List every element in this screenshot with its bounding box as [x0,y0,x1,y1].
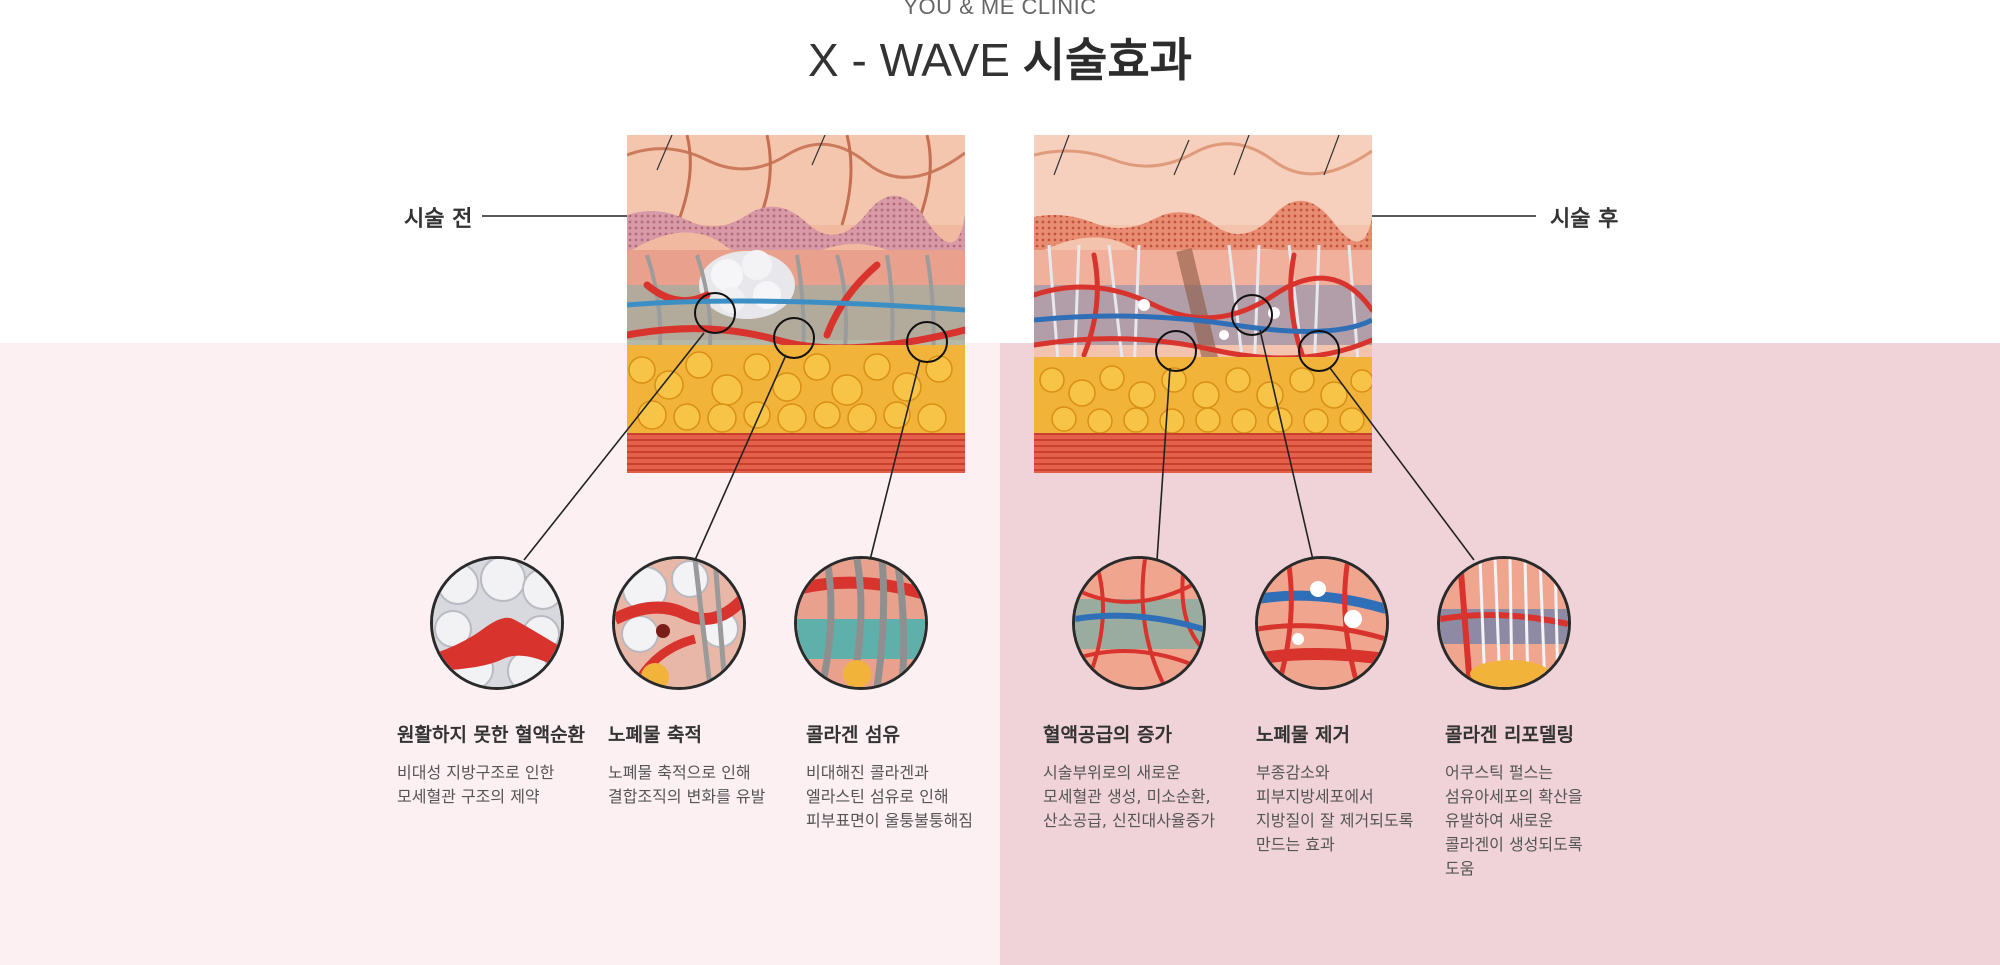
caption-title: 콜라겐 리포델링 [1445,724,1574,746]
clinic-name: YOU & ME CLINIC [903,0,1097,19]
skin-before-illustration [627,135,965,473]
caption-title: 콜라겐 섬유 [806,724,901,746]
caption-collagen-remodeling: 콜라겐 리포델링 어쿠스틱 펄스는 섬유아세포의 확산을 유발하여 새로운 콜라… [1445,720,1583,881]
title-effect: 시술효과 [1022,34,1192,86]
detail-circle-collagen-remodeling [1437,556,1571,690]
caption-title: 원활하지 못한 혈액순환 [397,724,586,746]
detail-circle-collagen-fiber [794,556,928,690]
caption-title: 혈액공급의 증가 [1043,724,1172,746]
detail-circle-waste-buildup [612,556,746,690]
caption-description: 어쿠스틱 펄스는 섬유아세포의 확산을 유발하여 새로운 콜라겐이 생성되도록 … [1445,763,1583,878]
detail-circle-poor-circulation [430,556,564,690]
caption-waste-buildup: 노폐물 축적 노폐물 축적으로 인해 결합조직의 변화를 유발 [608,720,765,809]
caption-description: 부종감소와 피부지방세포에서 지방질이 잘 제거되도록 만드는 효과 [1256,763,1414,854]
caption-description: 노폐물 축적으로 인해 결합조직의 변화를 유발 [608,763,766,806]
label-after: 시술 후 [1550,207,1619,232]
title-product: X - WAVE [808,34,1010,86]
label-before: 시술 전 [404,207,473,232]
caption-description: 시술부위로의 새로운 모세혈관 생성, 미소순환, 산소공급, 신진대사율증가 [1043,763,1216,830]
caption-waste-removal: 노폐물 제거 부종감소와 피부지방세포에서 지방질이 잘 제거되도록 만드는 효… [1256,720,1413,857]
caption-description: 비대해진 콜라겐과 엘라스틴 섬유로 인해 피부표면이 울퉁불퉁해짐 [806,763,974,830]
caption-collagen-fiber: 콜라겐 섬유 비대해진 콜라겐과 엘라스틴 섬유로 인해 피부표면이 울퉁불퉁해… [806,720,973,833]
caption-description: 비대성 지방구조로 인한 모세혈관 구조의 제약 [397,763,555,806]
page-title: X - WAVE 시술효과 [0,24,2000,90]
caption-title: 노폐물 축적 [608,724,703,746]
detail-circle-blood-supply [1072,556,1206,690]
skin-after-illustration [1034,135,1372,473]
caption-blood-supply: 혈액공급의 증가 시술부위로의 새로운 모세혈관 생성, 미소순환, 산소공급,… [1043,720,1215,833]
caption-title: 노폐물 제거 [1256,724,1351,746]
detail-circle-waste-removal [1255,556,1389,690]
caption-poor-circulation: 원활하지 못한 혈액순환 비대성 지방구조로 인한 모세혈관 구조의 제약 [397,720,585,809]
